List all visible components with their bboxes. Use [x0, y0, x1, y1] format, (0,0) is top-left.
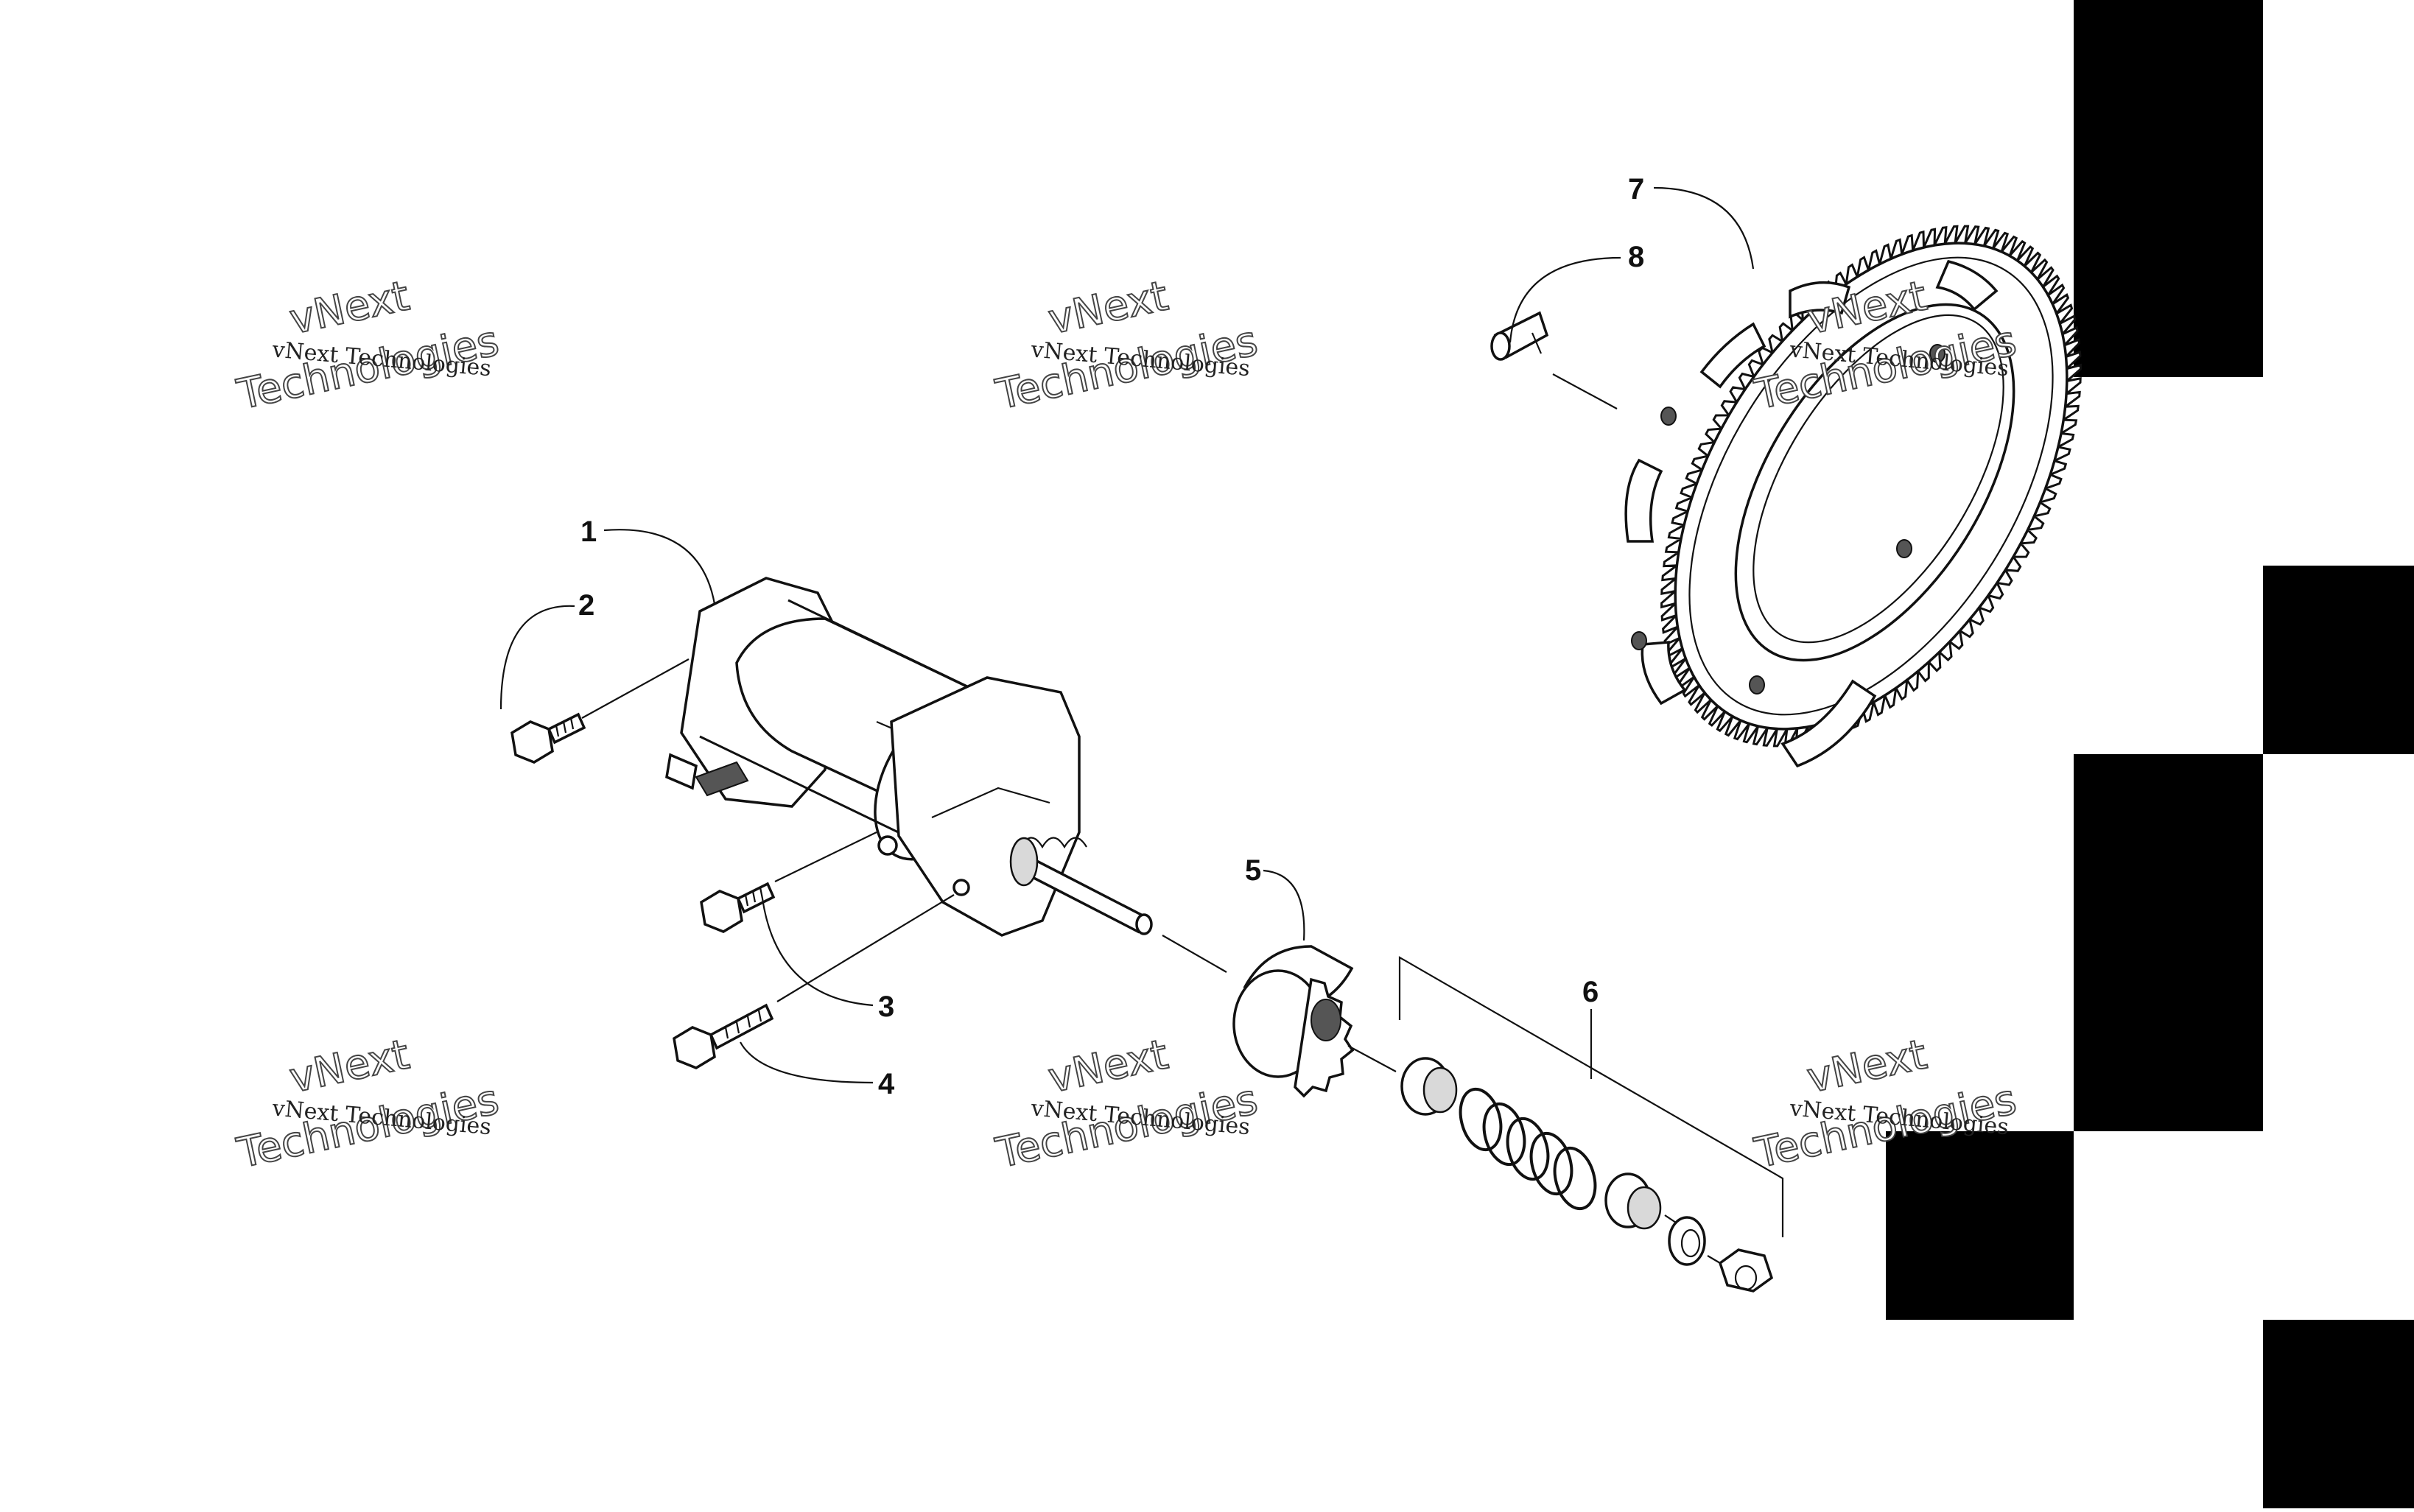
spring-coil — [1459, 1087, 1503, 1152]
edge-block — [2263, 566, 2414, 754]
spring-coil — [1553, 1146, 1597, 1211]
callout-3: 3 — [878, 991, 894, 1023]
spring-coil — [1529, 1131, 1573, 1196]
spring-coil — [1506, 1117, 1550, 1181]
spring-kit — [1398, 956, 1784, 1293]
leader-lines — [499, 186, 1755, 1084]
bolt-3 — [700, 831, 877, 933]
edge-block — [2263, 1320, 2414, 1508]
callout-8: 8 — [1628, 241, 1644, 273]
watermark: vNext Technologies vNext Technologies — [991, 271, 1262, 420]
callout-1: 1 — [580, 516, 597, 548]
edge-block — [2074, 0, 2263, 377]
edge-blocks — [1886, 0, 2414, 1508]
pinion-gear — [1162, 935, 1397, 1098]
watermark: vNext Technologies vNext Technologies — [232, 1030, 503, 1178]
spring-coil — [1482, 1102, 1526, 1167]
callout-2: 2 — [578, 589, 594, 622]
edge-block — [1886, 1131, 2074, 1320]
bolt-4 — [673, 894, 955, 1069]
svg-text:vNext: vNext — [1045, 1030, 1173, 1103]
starter-motor — [665, 577, 1153, 937]
callout-4: 4 — [878, 1068, 895, 1100]
edge-block — [2074, 754, 2263, 1131]
ring-gear — [1624, 225, 2082, 768]
svg-text:vNext: vNext — [286, 1030, 414, 1103]
svg-text:vNext: vNext — [1045, 272, 1173, 344]
callout-5: 5 — [1245, 854, 1261, 887]
callout-6: 6 — [1582, 976, 1599, 1008]
bolt-2 — [510, 658, 690, 764]
callout-7: 7 — [1628, 173, 1644, 205]
svg-text:vNext: vNext — [1803, 1030, 1931, 1103]
callout-labels: 1 2 3 4 5 6 7 8 — [578, 173, 1644, 1100]
watermark: vNext Technologies vNext Technologies — [991, 1030, 1262, 1178]
countersunk-screw — [1490, 311, 1618, 409]
svg-text:vNext: vNext — [286, 272, 414, 344]
watermark: vNext Technologies vNext Technologies — [232, 271, 503, 420]
